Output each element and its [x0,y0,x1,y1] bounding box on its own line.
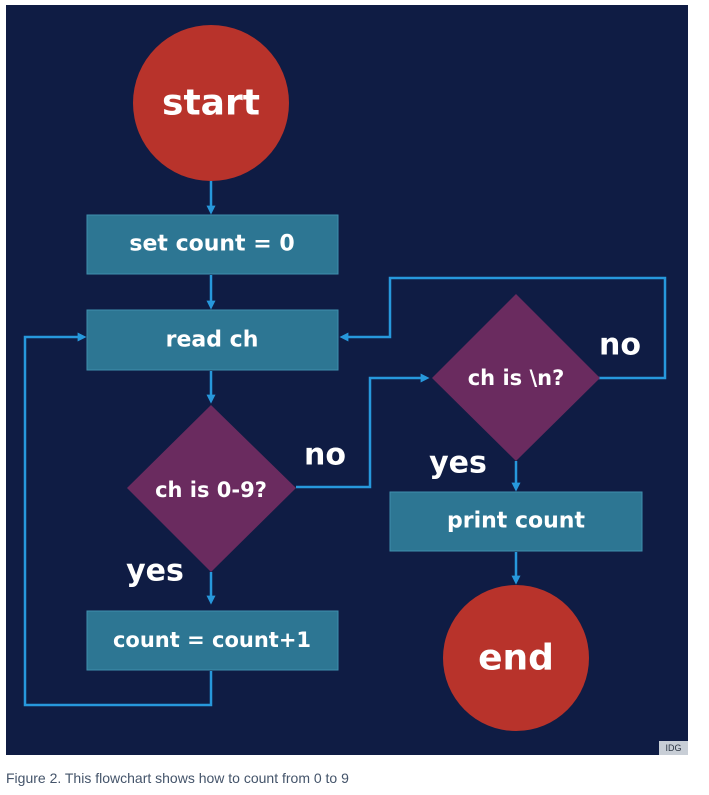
increment-label: count = count+1 [113,628,311,652]
read-ch-label: read ch [166,328,259,353]
newline-check-yes-label: yes [429,446,487,481]
print-count-box [389,491,643,552]
connectors [23,181,667,707]
increment-box [86,610,339,671]
set-count-label: set count = 0 [129,232,294,257]
read-ch-box [86,309,339,371]
end-node [443,585,589,731]
newline-check-label: ch is \n? [468,366,565,390]
start-node [133,25,289,181]
digit-check-no-label: no [304,438,346,473]
image-credit-badge: IDG [659,741,688,755]
connector-newline-no-to-read-ch [339,276,667,380]
print-count-label: print count [447,509,585,534]
digit-check-label: ch is 0-9? [155,478,267,502]
set-count-box [86,214,339,275]
newline-check-no-label: no [599,328,641,363]
digit-check-yes-label: yes [126,554,184,589]
digit-check-diamond [127,405,296,572]
start-node-label: start [162,83,260,124]
end-node-label: end [478,638,554,679]
connector-digit-no-to-newline-check [296,373,430,489]
figure-caption: Figure 2. This flowchart shows how to co… [6,770,349,786]
connector-increment-loop-to-read-ch [23,332,213,707]
newline-check-diamond [432,294,600,461]
